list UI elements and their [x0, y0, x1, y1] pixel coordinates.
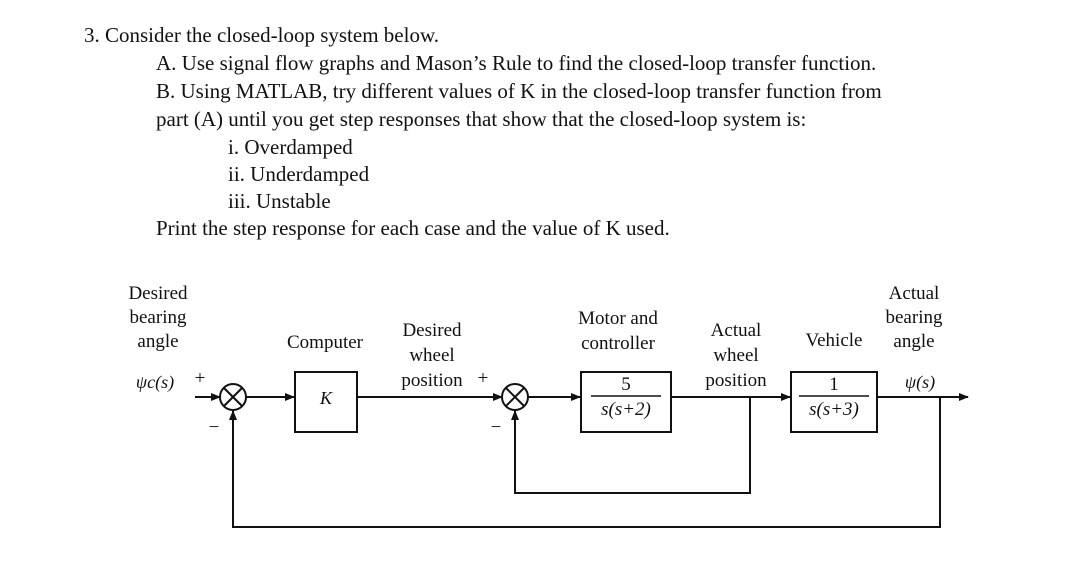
question-heading: 3. Consider the closed-loop system below… [84, 23, 440, 47]
input-label-line2: bearing [129, 307, 187, 328]
outer-feedback-path [229, 397, 941, 528]
vehicle-block [790, 371, 878, 433]
actual-wheel-label-line1: Actual [710, 320, 762, 341]
actual-wheel-label-line3: position [705, 370, 767, 391]
input-label-line3: angle [137, 331, 179, 352]
motor-controller-label: Motor and controller [560, 306, 676, 356]
input-label: Desired bearing angle [110, 282, 206, 354]
vehicle-numerator: 1 [829, 374, 839, 395]
vehicle-denominator: s(s+3) [809, 399, 859, 420]
inner-feedback-path [511, 397, 751, 494]
summer-1-minus-sign: − [208, 417, 220, 438]
output-label: Actual bearing angle [868, 282, 960, 354]
desired-wheel-label: Desired wheel position [386, 318, 478, 393]
case-overdamped: i. Overdamped [228, 135, 353, 159]
motor-denominator: s(s+2) [601, 399, 651, 420]
input-label-line1: Desired [128, 283, 188, 304]
summer-2-minus-sign: − [490, 417, 502, 438]
desired-wheel-label-line3: position [401, 370, 463, 391]
part-b-text-line1: B. Using MATLAB, try different values of… [156, 79, 882, 103]
part-a-text: A. Use signal flow graphs and Mason’s Ru… [156, 51, 877, 75]
computer-label: Computer [287, 332, 363, 353]
output-signal-label: ψ(s) [904, 372, 936, 392]
actual-wheel-label-line2: wheel [713, 345, 759, 366]
input-signal-label: ψc(s) [135, 372, 175, 392]
output-label-line3: angle [893, 331, 935, 352]
computer-gain: K [319, 388, 332, 408]
motor-label-line1: Motor and [578, 308, 658, 329]
motor-controller-block [580, 371, 672, 433]
computer-block [294, 371, 358, 433]
actual-wheel-label: Actual wheel position [688, 318, 784, 393]
summer-1-plus-sign: + [194, 368, 206, 389]
motor-numerator: 5 [621, 374, 631, 395]
motor-label-line2: controller [581, 333, 655, 354]
output-label-line2: bearing [885, 307, 943, 328]
part-b-text-line2: part (A) until you get step responses th… [156, 107, 807, 131]
vehicle-label: Vehicle [805, 330, 863, 351]
case-unstable: iii. Unstable [228, 189, 331, 213]
case-underdamped: ii. Underdamped [228, 162, 370, 186]
desired-wheel-label-line2: wheel [409, 345, 455, 366]
summer-2-plus-sign: + [477, 368, 489, 389]
desired-wheel-label-line1: Desired [402, 320, 462, 341]
footer-instruction: Print the step response for each case an… [156, 216, 670, 240]
output-label-line1: Actual [888, 283, 940, 304]
